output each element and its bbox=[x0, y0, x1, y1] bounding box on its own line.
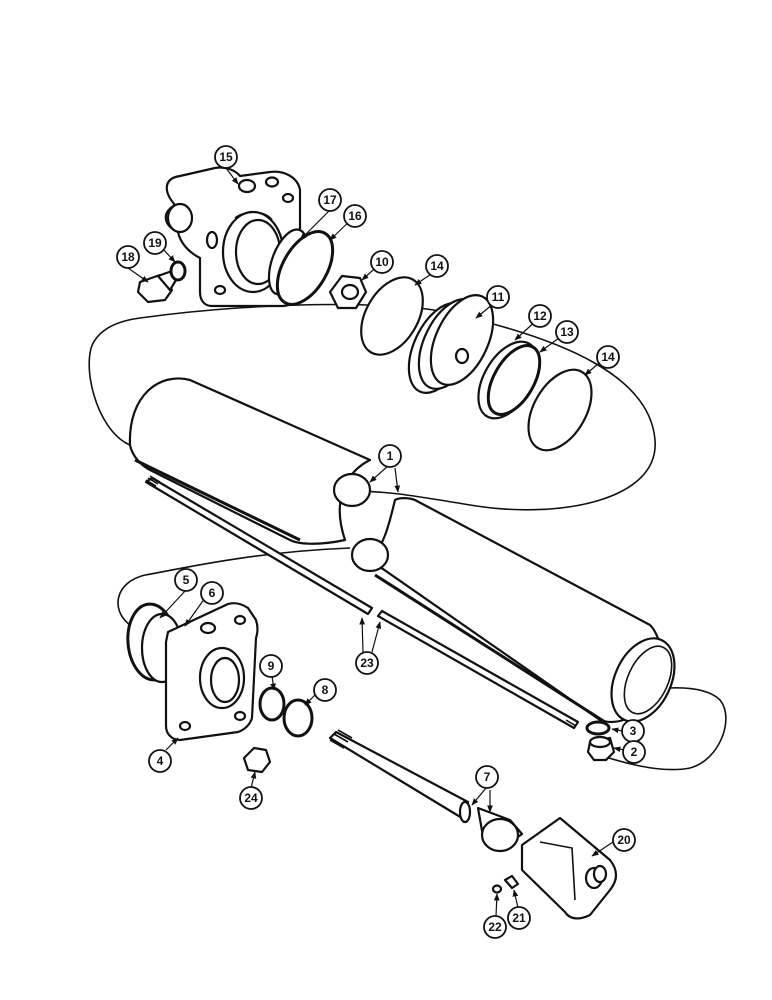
callout-14-upper-label: 14 bbox=[430, 259, 444, 273]
callout-6-label: 6 bbox=[209, 586, 216, 600]
nut-22 bbox=[491, 884, 503, 894]
nut-24 bbox=[242, 746, 272, 774]
callout-6: 6 bbox=[200, 581, 224, 605]
o-ring-3 bbox=[585, 720, 611, 736]
callout-15-label: 15 bbox=[219, 150, 233, 164]
callout-1: 1 bbox=[378, 444, 402, 468]
callout-14-upper: 14 bbox=[425, 254, 449, 278]
callout-22-label: 22 bbox=[488, 920, 502, 934]
callout-12: 12 bbox=[528, 304, 552, 328]
o-ring-19 bbox=[169, 260, 187, 282]
callout-24-label: 24 bbox=[244, 791, 258, 805]
callout-23-label: 23 bbox=[360, 656, 374, 670]
piston-rod-7 bbox=[328, 729, 524, 853]
callout-4-label: 4 bbox=[157, 754, 164, 768]
piston-11 bbox=[407, 294, 495, 394]
rings-12-13 bbox=[477, 340, 542, 420]
callout-23: 23 bbox=[355, 651, 379, 675]
callout-3: 3 bbox=[621, 719, 645, 743]
callout-5-label: 5 bbox=[183, 573, 190, 587]
nut-10 bbox=[328, 274, 368, 310]
callout-19-label: 19 bbox=[148, 236, 162, 250]
callout-15: 15 bbox=[214, 145, 238, 169]
callout-11: 11 bbox=[486, 285, 510, 309]
callout-1-label: 1 bbox=[387, 449, 394, 463]
callout-4: 4 bbox=[148, 749, 172, 773]
callout-2: 2 bbox=[622, 740, 646, 764]
callout-14-right-label: 14 bbox=[601, 350, 615, 364]
callout-21: 21 bbox=[507, 906, 531, 930]
callout-20: 20 bbox=[612, 828, 636, 852]
callout-20-label: 20 bbox=[617, 833, 631, 847]
callout-8-label: 8 bbox=[322, 683, 329, 697]
seal-rings-16-17 bbox=[267, 228, 335, 306]
o-ring-14-right bbox=[527, 368, 593, 452]
callout-21-label: 21 bbox=[512, 911, 526, 925]
callout-8: 8 bbox=[313, 678, 337, 702]
set-screw-21 bbox=[503, 874, 520, 890]
seal-8 bbox=[282, 698, 314, 738]
callout-13-label: 13 bbox=[560, 325, 574, 339]
cylinder-barrel-1 bbox=[128, 377, 676, 724]
callout-24: 24 bbox=[239, 786, 263, 810]
plug-18 bbox=[136, 269, 178, 304]
callout-10: 10 bbox=[370, 250, 394, 274]
callout-16-label: 16 bbox=[348, 209, 362, 223]
callout-12-label: 12 bbox=[533, 309, 547, 323]
callout-11-label: 11 bbox=[492, 290, 505, 304]
tie-rod-23 bbox=[144, 475, 580, 730]
callout-9-label: 9 bbox=[268, 659, 275, 673]
callout-5: 5 bbox=[174, 568, 198, 592]
callout-2-label: 2 bbox=[631, 745, 638, 759]
wear-ring-9 bbox=[258, 686, 286, 722]
fitting-2 bbox=[586, 735, 616, 762]
callout-3-label: 3 bbox=[630, 724, 637, 738]
clevis-20 bbox=[520, 816, 618, 920]
callout-19: 19 bbox=[143, 231, 167, 255]
cylinder-base-4 bbox=[126, 602, 259, 742]
callout-17-label: 17 bbox=[323, 193, 337, 207]
callout-10-label: 10 bbox=[375, 255, 389, 269]
callout-9: 9 bbox=[259, 654, 283, 678]
callout-18: 18 bbox=[116, 245, 140, 269]
callout-17: 17 bbox=[318, 188, 342, 212]
callout-22: 22 bbox=[483, 915, 507, 939]
callout-14-right: 14 bbox=[596, 345, 620, 369]
o-ring-14-upper bbox=[360, 276, 424, 356]
callout-7-label: 7 bbox=[484, 770, 491, 784]
callout-7: 7 bbox=[475, 765, 499, 789]
callout-18-label: 18 bbox=[121, 250, 135, 264]
callout-13: 13 bbox=[555, 320, 579, 344]
callout-16: 16 bbox=[343, 204, 367, 228]
